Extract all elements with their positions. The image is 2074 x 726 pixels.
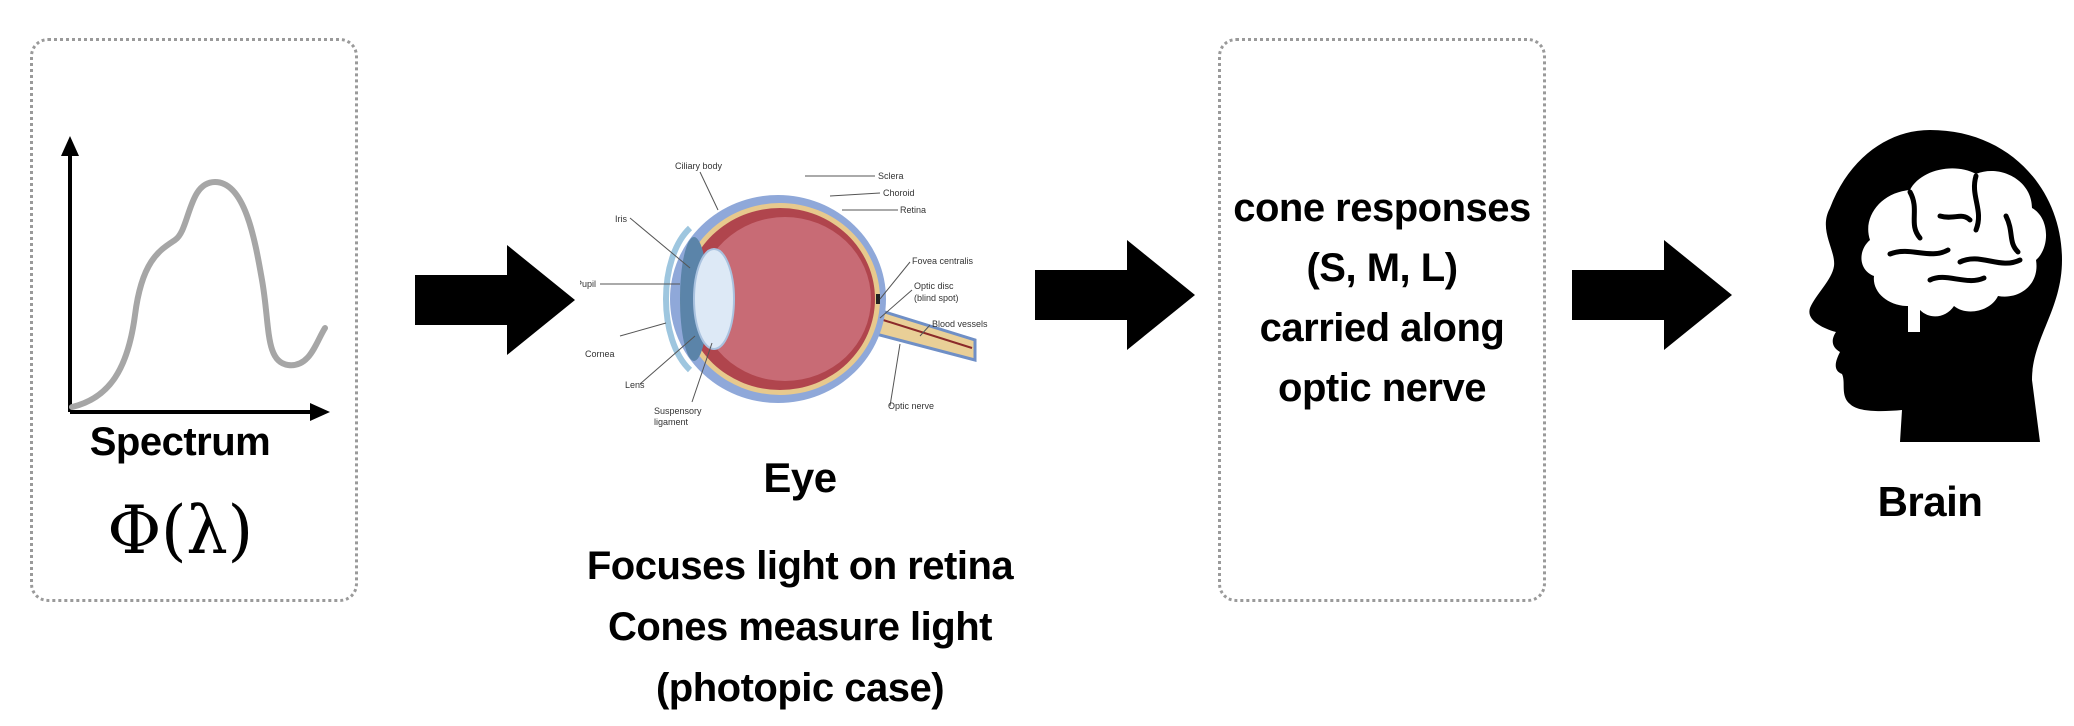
sclera-label: Sclera: [878, 171, 904, 181]
y-axis-arrowhead: [61, 136, 79, 156]
spectrum-label: Spectrum: [89, 420, 271, 464]
blind-spot-label: (blind spot): [914, 293, 959, 303]
cone-text-line: optic nerve: [1278, 366, 1486, 410]
brain-label: Brain: [1877, 478, 1983, 525]
cornea-label: Cornea: [585, 349, 615, 359]
eye-label: Eye: [763, 454, 837, 501]
cone-responses-panel: [1218, 38, 1546, 602]
optic-disc-label: Optic disc: [914, 281, 954, 291]
optic-nerve: [870, 305, 977, 362]
arrow-icon: [1035, 240, 1195, 350]
suspensory-label-2: ligament: [654, 417, 689, 427]
blood-vessels-label: Blood vessels: [932, 319, 988, 329]
arrow-icon: [1572, 240, 1732, 350]
arrow-icon: [415, 245, 575, 355]
cone-responses-text: cone responses (S, M, L) carried along o…: [1218, 178, 1546, 418]
spectrum-symbol: Φ(λ): [107, 492, 253, 569]
cone-text-line: carried along: [1259, 306, 1505, 350]
head-brain-icon: [1809, 130, 2062, 442]
iris-label: Iris: [615, 214, 627, 224]
eye-desc-line: Cones measure light: [608, 605, 992, 649]
cone-text-line: cone responses: [1233, 186, 1531, 230]
fovea-label: Fovea centralis: [912, 256, 974, 266]
eye-desc-line: (photopic case): [655, 666, 945, 710]
suspensory-label-1: Suspensory: [654, 406, 702, 416]
brain-shape: [1861, 168, 2047, 332]
choroid-label: Choroid: [883, 188, 915, 198]
spectrum-plot: [61, 136, 330, 421]
ciliary-body-label: Ciliary body: [675, 161, 723, 171]
x-axis-arrowhead: [310, 403, 330, 421]
cornea: [663, 225, 693, 373]
eye-desc-line: Focuses light on retina: [586, 544, 1014, 588]
spectrum-curve: [69, 178, 328, 410]
pupil-label: Pupil: [580, 279, 596, 289]
lens: [693, 248, 735, 350]
fovea-mark: [876, 294, 880, 304]
optic-nerve-label: Optic nerve: [888, 401, 934, 411]
eye-description: Focuses light on retina Cones measure li…: [560, 536, 1040, 719]
retina-label: Retina: [900, 205, 926, 215]
spectrum-panel: [30, 38, 358, 602]
lens-label: Lens: [625, 380, 645, 390]
cone-text-line: (S, M, L): [1306, 246, 1458, 290]
vitreous-body: [699, 217, 871, 381]
eye-illustration: Ciliary body Sclera Choroid Retina Iris …: [580, 161, 988, 427]
